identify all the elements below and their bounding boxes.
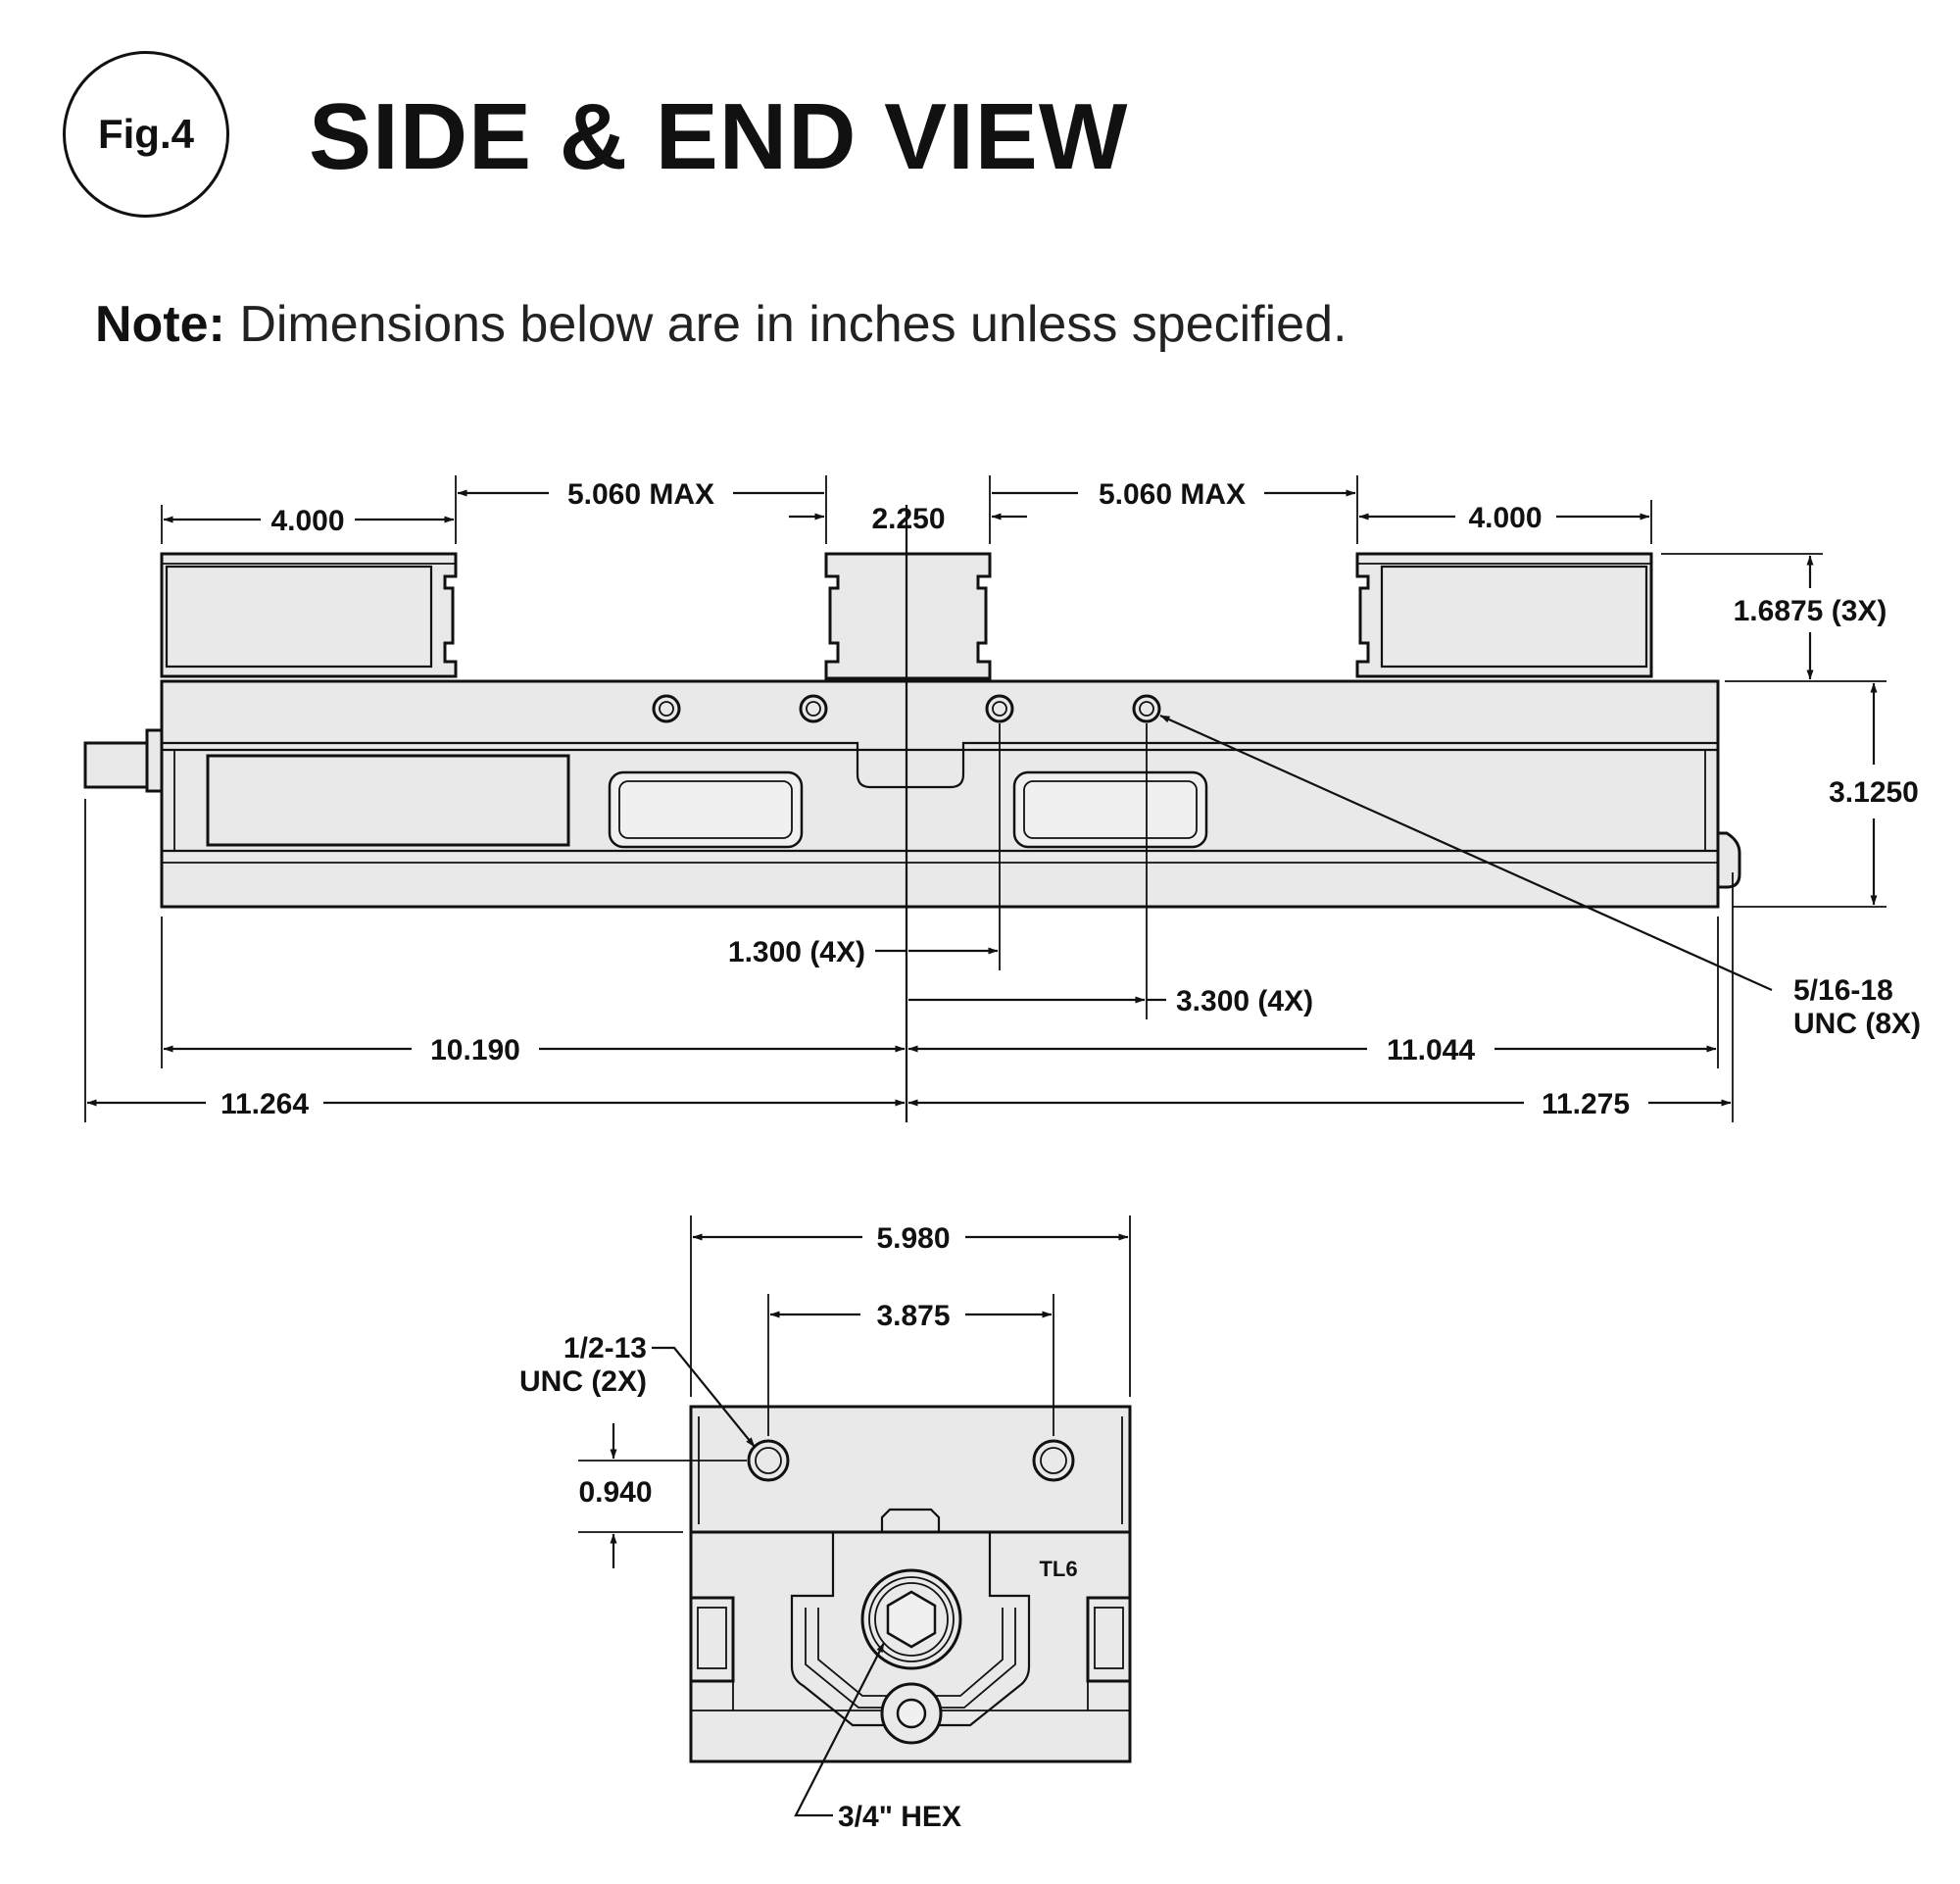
hex-screw xyxy=(860,1568,962,1670)
dim-body-right: 11.044 xyxy=(1387,1034,1475,1066)
dim-body-left: 10.190 xyxy=(430,1034,520,1066)
screw-housing xyxy=(206,754,570,847)
jaw-right xyxy=(1355,552,1653,678)
callout-thread-end-line2: UNC (2X) xyxy=(519,1365,647,1398)
figure-number: Fig.4 xyxy=(97,111,194,157)
dim-end-hole-height: 0.940 xyxy=(578,1476,652,1509)
callout-thread-side-line2: UNC (8X) xyxy=(1793,1008,1921,1040)
dim-opening-right: 5.060 MAX xyxy=(1099,478,1246,511)
thread-hole-left xyxy=(747,1439,790,1482)
note-label: Note: xyxy=(95,296,225,353)
dim-jaw-right-width: 4.000 xyxy=(1468,502,1542,534)
side-view: 4.000 5.060 MAX 2.250 5.060 MAX 4.000 1.… xyxy=(83,475,1921,1122)
dim-jaw-left-width: 4.000 xyxy=(270,505,344,537)
dim-end-hole-spacing: 3.875 xyxy=(876,1300,950,1332)
handle-collar xyxy=(145,728,164,793)
callout-thread-side-line1: 5/16-18 xyxy=(1793,974,1893,1007)
thread-holes-side xyxy=(652,694,1161,723)
callout-hex: 3/4" HEX xyxy=(838,1801,961,1833)
dim-end-overall-width: 5.980 xyxy=(876,1222,950,1255)
callout-thread-end-line1: 1/2-13 xyxy=(564,1332,647,1364)
page-title: SIDE & END VIEW xyxy=(309,84,1129,189)
dim-body-height: 3.1250 xyxy=(1829,776,1919,809)
end-cap xyxy=(1716,831,1741,889)
slot-window-left xyxy=(608,770,804,849)
units-note: Note: Dimensions below are in inches unl… xyxy=(95,296,1348,353)
dim-hole-spacing-inner: 1.300 (4X) xyxy=(728,936,865,968)
dim-center-jaw-width: 2.250 xyxy=(871,503,945,535)
dim-jaw-height: 1.6875 (3X) xyxy=(1734,595,1887,627)
figure-number-badge: Fig.4 xyxy=(63,51,229,218)
model-mark: TL6 xyxy=(1039,1557,1077,1581)
dim-overall-right: 11.275 xyxy=(1542,1088,1630,1120)
jaw-left xyxy=(160,552,458,678)
dim-opening-left: 5.060 MAX xyxy=(567,478,714,511)
dim-overall-left: 11.264 xyxy=(220,1088,309,1120)
jaw-center xyxy=(824,552,992,680)
end-view: TL6 5.980 3.875 0.940 1/2-13 UNC (2X) 3/… xyxy=(519,1215,1132,1833)
note-text: Dimensions below are in inches unless sp… xyxy=(224,296,1348,353)
thread-hole-right xyxy=(1032,1439,1075,1482)
dim-hole-spacing-outer: 3.300 (4X) xyxy=(1176,985,1313,1017)
slot-window-right xyxy=(1012,770,1208,849)
handle-stub xyxy=(83,741,149,789)
